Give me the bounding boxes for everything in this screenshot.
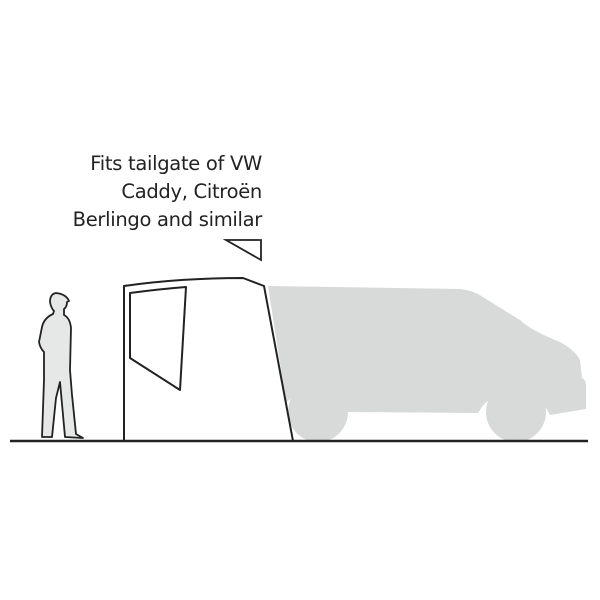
rear-wheel (288, 382, 348, 442)
caption-line-1: Fits tailgate of VW (90, 152, 262, 175)
caption-line-2: Caddy, Citroën (121, 180, 262, 203)
pointer-triangle (222, 239, 262, 262)
caption-text: Fits tailgate of VW Caddy, Citroën Berli… (72, 150, 263, 234)
front-wheel (486, 382, 546, 442)
van-silhouette (268, 286, 586, 442)
tailgate-tent (123, 277, 294, 442)
tent-window (129, 286, 187, 391)
caption-line-3: Berlingo and similar (72, 208, 263, 231)
person-silhouette (38, 292, 84, 439)
